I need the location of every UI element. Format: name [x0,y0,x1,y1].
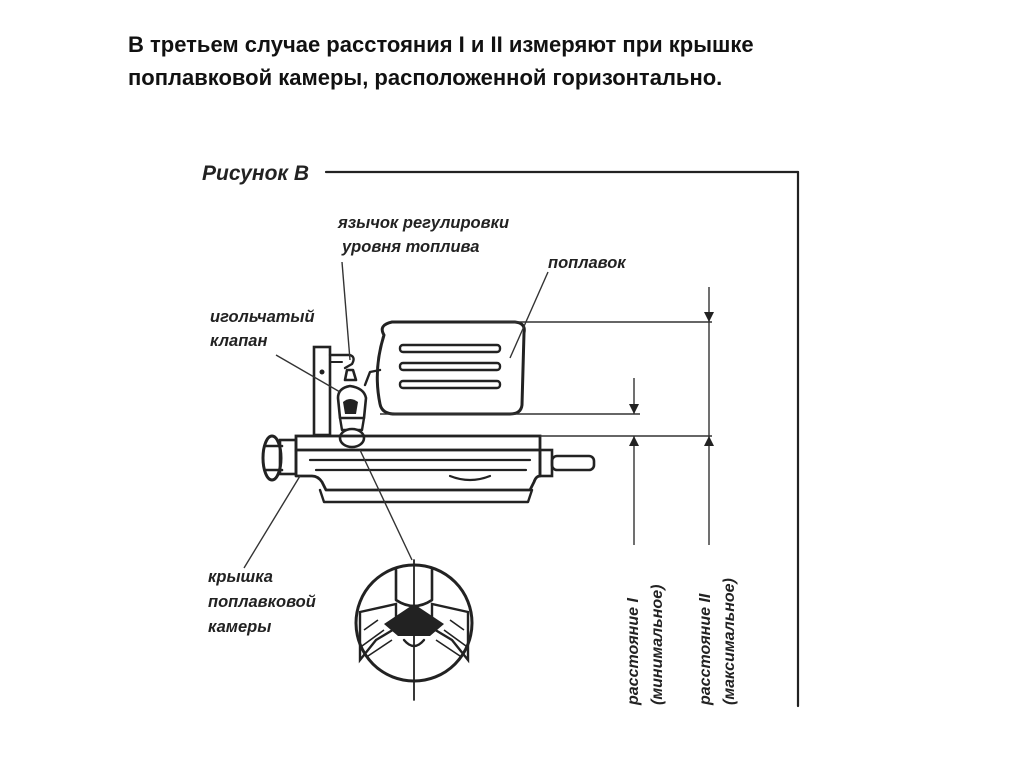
distance-2-label-line-2: (максимальное) [721,578,738,705]
heading-line-1: В третьем случае расстояния I и II измер… [128,32,754,57]
needle-valve [336,368,368,449]
tongue-label-line-1: язычок регулировки [337,214,509,232]
distance-2-label: расстояние II (максимальное) [697,578,738,706]
chamber-cover [261,434,596,504]
distance-1-label-line-1: расстояние I [625,598,642,706]
cover-label-line-1: крышка [208,568,273,586]
figure-title: Рисунок В [202,162,309,185]
valve-detail-circle [354,559,474,701]
needle-label-line-1: игольчатый [210,308,315,326]
tongue-bracket [312,345,355,437]
figure-frame [324,170,800,708]
needle-label-line-2: клапан [210,332,267,350]
tongue-label-line-2: уровня топлива [341,238,479,256]
float-label: поплавок [548,254,627,272]
dimension-lines [380,287,714,545]
distance-1-label: расстояние I (минимальное) [625,585,666,706]
slide-heading: В третьем случае расстояния I и II измер… [128,28,988,94]
float-body [363,320,526,416]
distance-1-label-line-2: (минимальное) [649,585,666,705]
cover-label-line-3: камеры [208,618,271,636]
distance-2-label-line-1: расстояние II [697,593,714,706]
leader-lines [243,261,549,569]
heading-line-2: поплавковой камеры, расположенной горизо… [128,65,723,90]
cover-label-line-2: поплавковой [208,593,316,611]
